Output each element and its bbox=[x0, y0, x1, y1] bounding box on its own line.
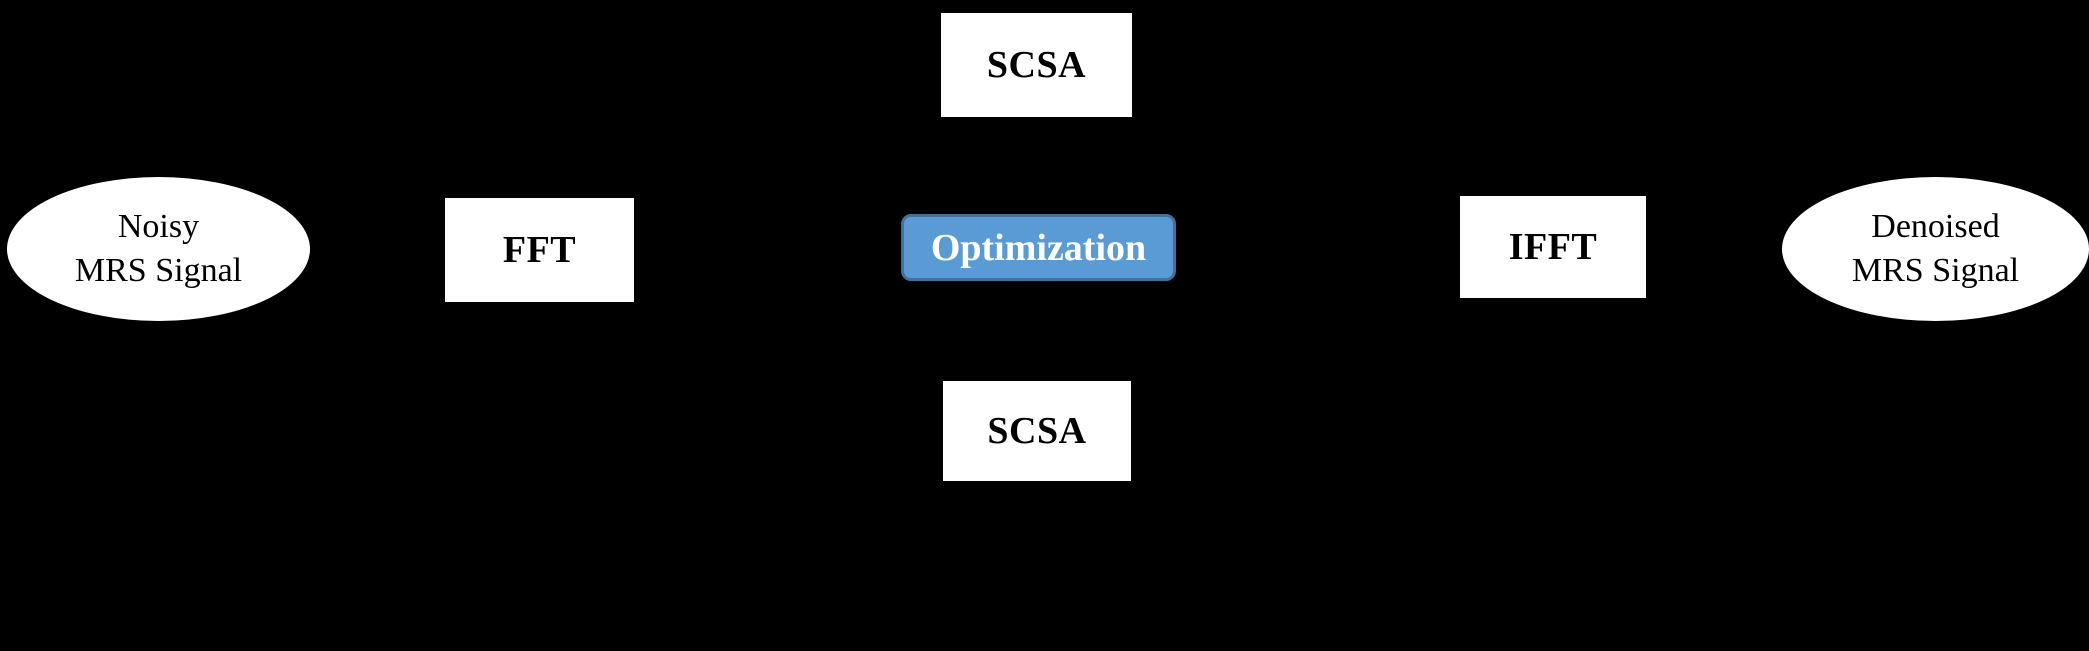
node-ifft: IFFT bbox=[1460, 196, 1646, 298]
node-fft: FFT bbox=[445, 198, 634, 302]
node-label: SCSA bbox=[987, 410, 1087, 452]
node-label: FFT bbox=[502, 229, 577, 271]
node-scsa-top: SCSA bbox=[941, 13, 1132, 117]
node-denoised-mrs-signal: Denoised MRS Signal bbox=[1782, 177, 2089, 321]
node-label: SCSA bbox=[986, 44, 1087, 86]
node-label-line: MRS Signal bbox=[74, 252, 243, 289]
node-noisy-mrs-signal: Noisy MRS Signal bbox=[7, 177, 310, 321]
node-optimization: Optimization bbox=[901, 214, 1176, 281]
node-label: IFFT bbox=[1508, 226, 1598, 268]
node-scsa-bottom: SCSA bbox=[943, 381, 1131, 481]
node-label: Optimization bbox=[930, 226, 1147, 269]
node-label-line: Denoised bbox=[1871, 207, 2000, 245]
node-label-line: MRS Signal bbox=[1851, 252, 2020, 289]
node-label-line: Noisy bbox=[117, 207, 200, 245]
